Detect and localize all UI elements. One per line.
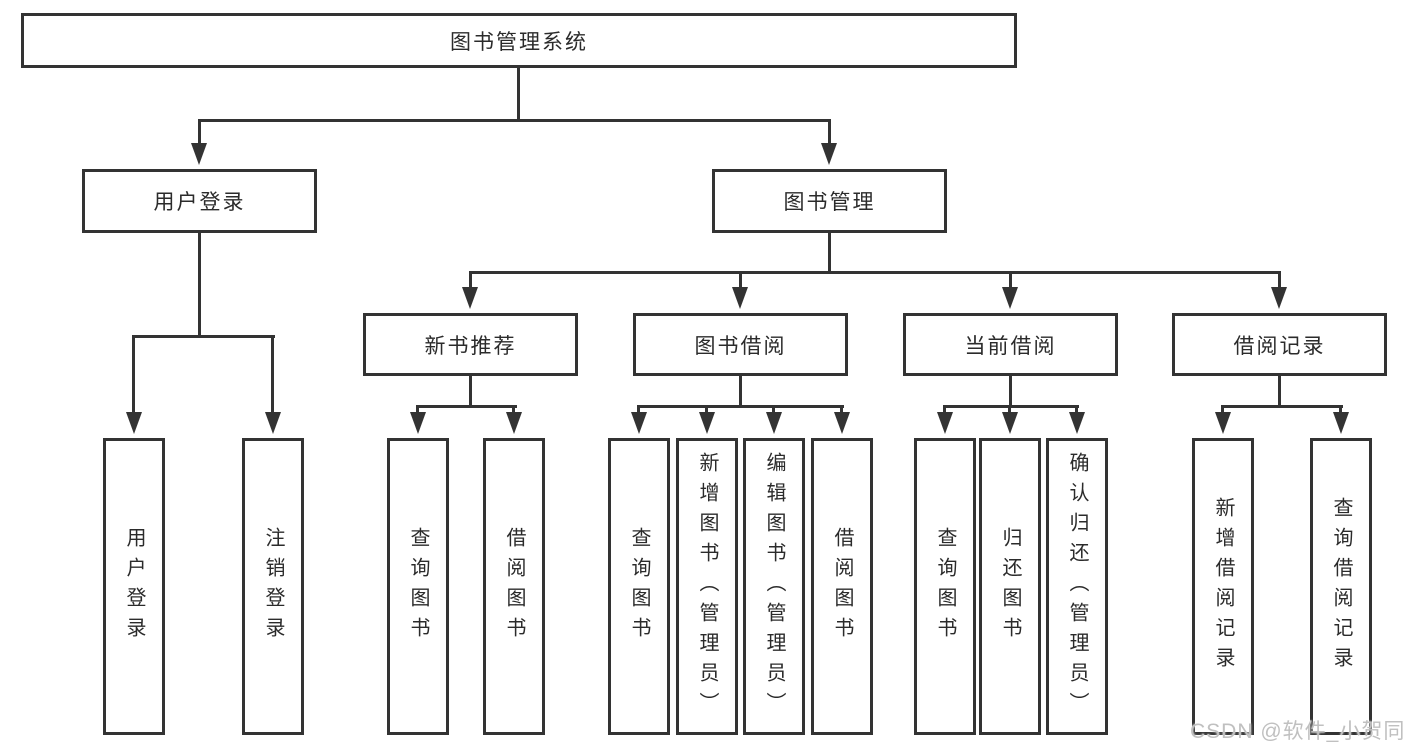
leaf-borrow-books: 借阅图书 [483, 438, 545, 735]
csdn-watermark: CSDN @软件_小贺同学 [1190, 720, 1405, 743]
connector-leaf-hline [132, 335, 275, 338]
connector-l3-stem [469, 375, 472, 408]
leaf-query-books: 查询图书 [387, 438, 449, 735]
connector-arrow-stem [512, 405, 515, 415]
connector-arrow-stem [1075, 405, 1078, 415]
node-label: 图书管理 [783, 191, 876, 214]
connector-arrow-stem [705, 405, 708, 415]
node-borrow-records: 借阅记录 [1172, 313, 1387, 376]
arrow-down-icon [1002, 412, 1018, 434]
leaf-user-login: 用户登录 [103, 438, 165, 735]
leaf-label: 借阅图书 [503, 526, 525, 647]
leaf-label: 查询图书 [628, 526, 650, 647]
arrow-down-icon [1002, 287, 1018, 309]
connector-l3-hline [469, 271, 1281, 274]
leaf-label: 查询借阅记录 [1330, 496, 1352, 677]
node-new-book-recommend: 新书推荐 [363, 313, 578, 376]
connector-arrow-stem [772, 405, 775, 415]
arrow-down-icon [126, 412, 142, 434]
node-user-login: 用户登录 [82, 169, 317, 233]
leaf-label: 新增借阅记录 [1212, 496, 1234, 677]
arrow-down-icon [1333, 412, 1349, 434]
connector-leaf-hline [943, 405, 1079, 408]
leaf-label: 编辑图书（管理员） [763, 451, 785, 722]
leaf-label: 注销登录 [262, 526, 284, 647]
arrow-down-icon [506, 412, 522, 434]
arrow-down-icon [462, 287, 478, 309]
connector-l2-stem [828, 232, 831, 274]
leaf-label: 查询图书 [407, 526, 429, 647]
connector-leaf-hline [637, 405, 844, 408]
connector-arrow-stem [469, 271, 472, 290]
connector-arrow-stem [739, 271, 742, 290]
leaf-return-books: 归还图书 [979, 438, 1041, 735]
connector-arrow-stem [416, 405, 419, 415]
connector-arrow-stem [637, 405, 640, 415]
arrow-down-icon [265, 412, 281, 434]
node-label: 图书借阅 [694, 334, 787, 358]
node-label: 新书推荐 [424, 334, 517, 358]
leaf-query-books: 查询图书 [608, 438, 670, 735]
arrow-down-icon [191, 143, 207, 165]
connector-arrow-stem [132, 335, 135, 415]
node-book-borrow: 图书借阅 [633, 313, 848, 376]
connector-l3-stem [739, 375, 742, 408]
connector-l2-hline [198, 119, 831, 122]
leaf-edit-books-admin: 编辑图书（管理员） [743, 438, 805, 735]
connector-arrow-stem [840, 405, 843, 415]
connector-arrow-stem [828, 119, 831, 146]
arrow-down-icon [937, 412, 953, 434]
arrow-down-icon [732, 287, 748, 309]
node-root-label: 图书管理系统 [450, 30, 588, 54]
arrow-down-icon [410, 412, 426, 434]
connector-arrow-stem [1339, 405, 1342, 415]
node-label: 借阅记录 [1233, 334, 1326, 358]
arrow-down-icon [821, 143, 837, 165]
connector-leaf-hline [416, 405, 517, 408]
leaf-confirm-return-admin: 确认归还（管理员） [1046, 438, 1108, 735]
node-label: 当前借阅 [964, 334, 1057, 358]
arrow-down-icon [699, 412, 715, 434]
connector-l2-stem [198, 232, 201, 338]
arrow-down-icon [1215, 412, 1231, 434]
leaf-label: 查询图书 [934, 526, 956, 647]
leaf-logout: 注销登录 [242, 438, 304, 735]
connector-arrow-stem [1008, 405, 1011, 415]
leaf-borrow-books: 借阅图书 [811, 438, 873, 735]
leaf-add-books-admin: 新增图书（管理员） [676, 438, 738, 735]
leaf-add-borrow-record: 新增借阅记录 [1192, 438, 1254, 735]
leaf-label: 新增图书（管理员） [696, 451, 718, 722]
connector-l3-stem [1278, 375, 1281, 408]
node-current-borrow: 当前借阅 [903, 313, 1118, 376]
arrow-down-icon [1069, 412, 1085, 434]
connector-arrow-stem [1221, 405, 1224, 415]
leaf-label: 确认归还（管理员） [1066, 451, 1088, 722]
connector-arrow-stem [943, 405, 946, 415]
node-root: 图书管理系统 [21, 13, 1017, 68]
connector-arrow-stem [1278, 271, 1281, 290]
connector-leaf-hline [1221, 405, 1343, 408]
connector-arrow-stem [271, 335, 274, 415]
connector-l3-stem [1009, 375, 1012, 408]
arrow-down-icon [1271, 287, 1287, 309]
node-label: 用户登录 [153, 191, 246, 214]
arrow-down-icon [766, 412, 782, 434]
node-book-management: 图书管理 [712, 169, 947, 233]
leaf-label: 借阅图书 [831, 526, 853, 647]
connector-arrow-stem [1009, 271, 1012, 290]
leaf-query-borrow-record: 查询借阅记录 [1310, 438, 1372, 735]
leaf-query-books: 查询图书 [914, 438, 976, 735]
arrow-down-icon [834, 412, 850, 434]
leaf-label: 用户登录 [123, 526, 145, 647]
leaf-label: 归还图书 [999, 526, 1021, 647]
connector-root-stem [517, 68, 520, 122]
connector-arrow-stem [198, 119, 201, 146]
arrow-down-icon [631, 412, 647, 434]
